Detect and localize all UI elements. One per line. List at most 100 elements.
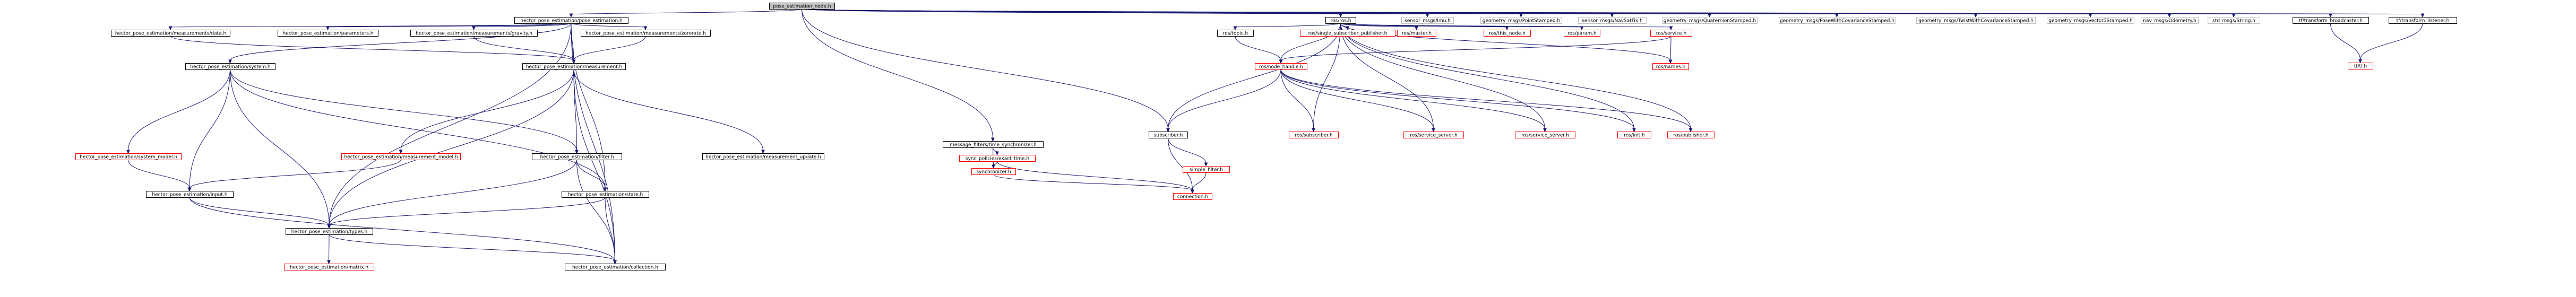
node-connection[interactable]: connection.h xyxy=(1173,193,1212,200)
edge-measurements-gravity-to-measurement xyxy=(473,36,576,64)
node-box xyxy=(1578,17,1647,24)
node-box xyxy=(1401,17,1454,24)
node-sensor-imu[interactable]: sensor_msgs/Imu.h xyxy=(1401,17,1454,24)
edge-measurement-to-measurement-model xyxy=(399,69,574,154)
edge-measurement-to-types xyxy=(327,69,574,229)
edge-system-to-filter xyxy=(230,69,579,154)
node-message-filters[interactable]: message_filters/time_synchronizer.h xyxy=(943,141,1044,148)
edge-line xyxy=(329,69,574,226)
node-measurement[interactable]: hector_pose_estimation/measurement.h xyxy=(522,63,626,70)
node-label: geometry_msgs/PoseWithCovarianceStamped.… xyxy=(1780,19,1894,24)
node-ros-topic[interactable]: ros/topic.h xyxy=(1217,30,1254,37)
node-navsatfix[interactable]: sensor_msgs/NavSatFix.h xyxy=(1578,17,1647,24)
node-ros-master[interactable]: ros/master.h xyxy=(1397,30,1436,37)
node-synchronizer[interactable]: synchronizer.h xyxy=(971,168,1016,175)
edge-pose-estimation-node-to-hector-pose-estimation xyxy=(569,8,802,18)
node-box xyxy=(341,153,461,160)
node-box xyxy=(1662,17,1757,24)
edge-line xyxy=(473,23,572,28)
node-box xyxy=(532,153,622,160)
node-pose-estimation-node[interactable]: pose_estimation_node.h xyxy=(769,3,835,10)
node-label: geometry_msgs/QuaternionStamped.h xyxy=(1664,19,1756,24)
node-tf-listener[interactable]: tf/transform_listener.h xyxy=(2389,17,2457,24)
node-label: synchronizer.h xyxy=(976,170,1011,175)
node-tf-broadcaster[interactable]: tf/transform_broadcaster.h xyxy=(2293,17,2369,24)
edge-line xyxy=(170,36,574,61)
edge-arrowhead xyxy=(1425,13,1429,18)
edge-arrowhead xyxy=(569,13,573,18)
node-single-sub-pub[interactable]: ros/single_subscriber_publisher.h xyxy=(1300,30,1395,37)
edge-arrowhead xyxy=(327,260,331,265)
node-pose-cov[interactable]: geometry_msgs/PoseWithCovarianceStamped.… xyxy=(1779,17,1896,24)
node-subscriber[interactable]: subscriber.h xyxy=(1149,132,1188,138)
node-box xyxy=(1564,30,1600,37)
node-ros-this-node[interactable]: ros/this_node.h xyxy=(1484,30,1531,37)
node-measurement-model[interactable]: hector_pose_estimation/measurement_model… xyxy=(341,153,461,160)
node-measurement-update[interactable]: hector_pose_estimation/measurement_updat… xyxy=(702,153,824,160)
edge-arrowhead xyxy=(2358,59,2362,64)
node-system[interactable]: hector_pose_estimation/system.h xyxy=(185,63,275,70)
node-label: geometry_msgs/Vector3Stamped.h xyxy=(2048,19,2132,24)
edge-line xyxy=(329,159,577,226)
edge-line xyxy=(802,8,993,139)
edge-line xyxy=(1168,69,1281,129)
node-simple-filter[interactable]: simple_filter.h xyxy=(1183,166,1230,173)
node-types[interactable]: hector_pose_estimation/types.h xyxy=(286,228,373,235)
edge-subscriber-to-simple-filter xyxy=(1168,137,1208,167)
edge-line xyxy=(329,234,615,261)
edge-line xyxy=(573,36,646,61)
node-box xyxy=(286,228,373,235)
edge-line xyxy=(1280,69,1545,129)
node-ros-ros[interactable]: ros/ros.h xyxy=(1325,17,1356,24)
node-measurements-gravity[interactable]: hector_pose_estimation/measurements/grav… xyxy=(410,30,538,37)
edge-arrowhead xyxy=(1632,128,1636,133)
edge-line xyxy=(1340,23,1434,129)
node-exact-time[interactable]: sync_policies/exact_time.h xyxy=(959,155,1036,162)
node-label: tf/transform_listener.h xyxy=(2397,19,2450,24)
node-label: hector_pose_estimation/measurement_updat… xyxy=(705,155,821,160)
node-label: hector_pose_estimation/pose_estimation.h xyxy=(520,19,622,24)
node-hector-pose-estimation[interactable]: hector_pose_estimation/pose_estimation.h xyxy=(514,17,628,24)
node-input[interactable]: hector_pose_estimation/input.h xyxy=(146,191,234,198)
node-box xyxy=(1300,30,1395,37)
node-label: hector_pose_estimation/parameters.h xyxy=(283,31,374,37)
node-ros-names[interactable]: ros/names.h xyxy=(1652,63,1689,70)
node-state[interactable]: hector_pose_estimation/state.h xyxy=(562,191,649,198)
edge-line xyxy=(328,23,572,28)
node-ros-node-handle[interactable]: ros/node_handle.h xyxy=(1255,63,1307,70)
edge-line xyxy=(1168,137,1207,164)
edge-synchronizer-to-connection xyxy=(993,174,1194,194)
node-label: hector_pose_estimation/state.h xyxy=(568,193,643,198)
node-measurements-data[interactable]: hector_pose_estimation/measurements/data… xyxy=(111,30,230,37)
node-odometry[interactable]: nav_msgs/Odometry.h xyxy=(2141,17,2199,24)
node-measurements-zerorate[interactable]: hector_pose_estimation/measurements/zero… xyxy=(581,30,711,37)
node-tf-tf[interactable]: tf/tf.h xyxy=(2348,63,2373,69)
node-label: ros/topic.h xyxy=(1223,31,1248,37)
node-matrix[interactable]: hector_pose_estimation/matrix.h xyxy=(284,264,374,270)
node-label: hector_pose_estimation/collection.h xyxy=(572,265,658,270)
edge-ros-ros-to-ros-topic xyxy=(1233,23,1341,31)
node-collection[interactable]: hector_pose_estimation/collection.h xyxy=(565,264,666,270)
node-label: sync_policies/exact_time.h xyxy=(966,156,1029,162)
node-std-string[interactable]: std_msgs/String.h xyxy=(2208,17,2260,24)
node-ros-subscriber[interactable]: ros/subscriber.h xyxy=(1289,132,1339,138)
node-point-stamped[interactable]: geometry_msgs/PointStamped.h xyxy=(1480,17,1562,24)
node-service-server[interactable]: ros/service_server.h xyxy=(1515,132,1575,138)
edge-arrowhead xyxy=(1415,26,1418,31)
node-ros-publisher[interactable]: ros/publisher.h xyxy=(1667,132,1715,138)
edge-system-model-to-input xyxy=(128,159,192,192)
node-quaternion-stamped[interactable]: geometry_msgs/QuaternionStamped.h xyxy=(1662,17,1757,24)
node-label: ros/service_server.h xyxy=(1410,133,1458,138)
node-filter[interactable]: hector_pose_estimation/filter.h xyxy=(532,153,622,160)
node-ros-param[interactable]: ros/param.h xyxy=(1564,30,1600,37)
node-system-model[interactable]: hector_pose_estimation/system_model.h xyxy=(75,153,182,160)
node-parameters[interactable]: hector_pose_estimation/parameters.h xyxy=(278,30,378,37)
edge-measurement-to-filter xyxy=(573,69,579,154)
node-ros-init[interactable]: ros/init.h xyxy=(1617,132,1651,138)
node-ros-service[interactable]: ros/service.h xyxy=(1650,30,1692,37)
edge-pose-estimation-node-to-subscriber xyxy=(802,8,1170,133)
node-label: hector_pose_estimation/filter.h xyxy=(540,155,614,160)
node-twist-cov[interactable]: geometry_msgs/TwistWithCovarianceStamped… xyxy=(1916,17,2036,24)
node-vector3-stamped[interactable]: geometry_msgs/Vector3Stamped.h xyxy=(2047,17,2134,24)
node-ros-service-server[interactable]: ros/service_server.h xyxy=(1403,132,1464,138)
